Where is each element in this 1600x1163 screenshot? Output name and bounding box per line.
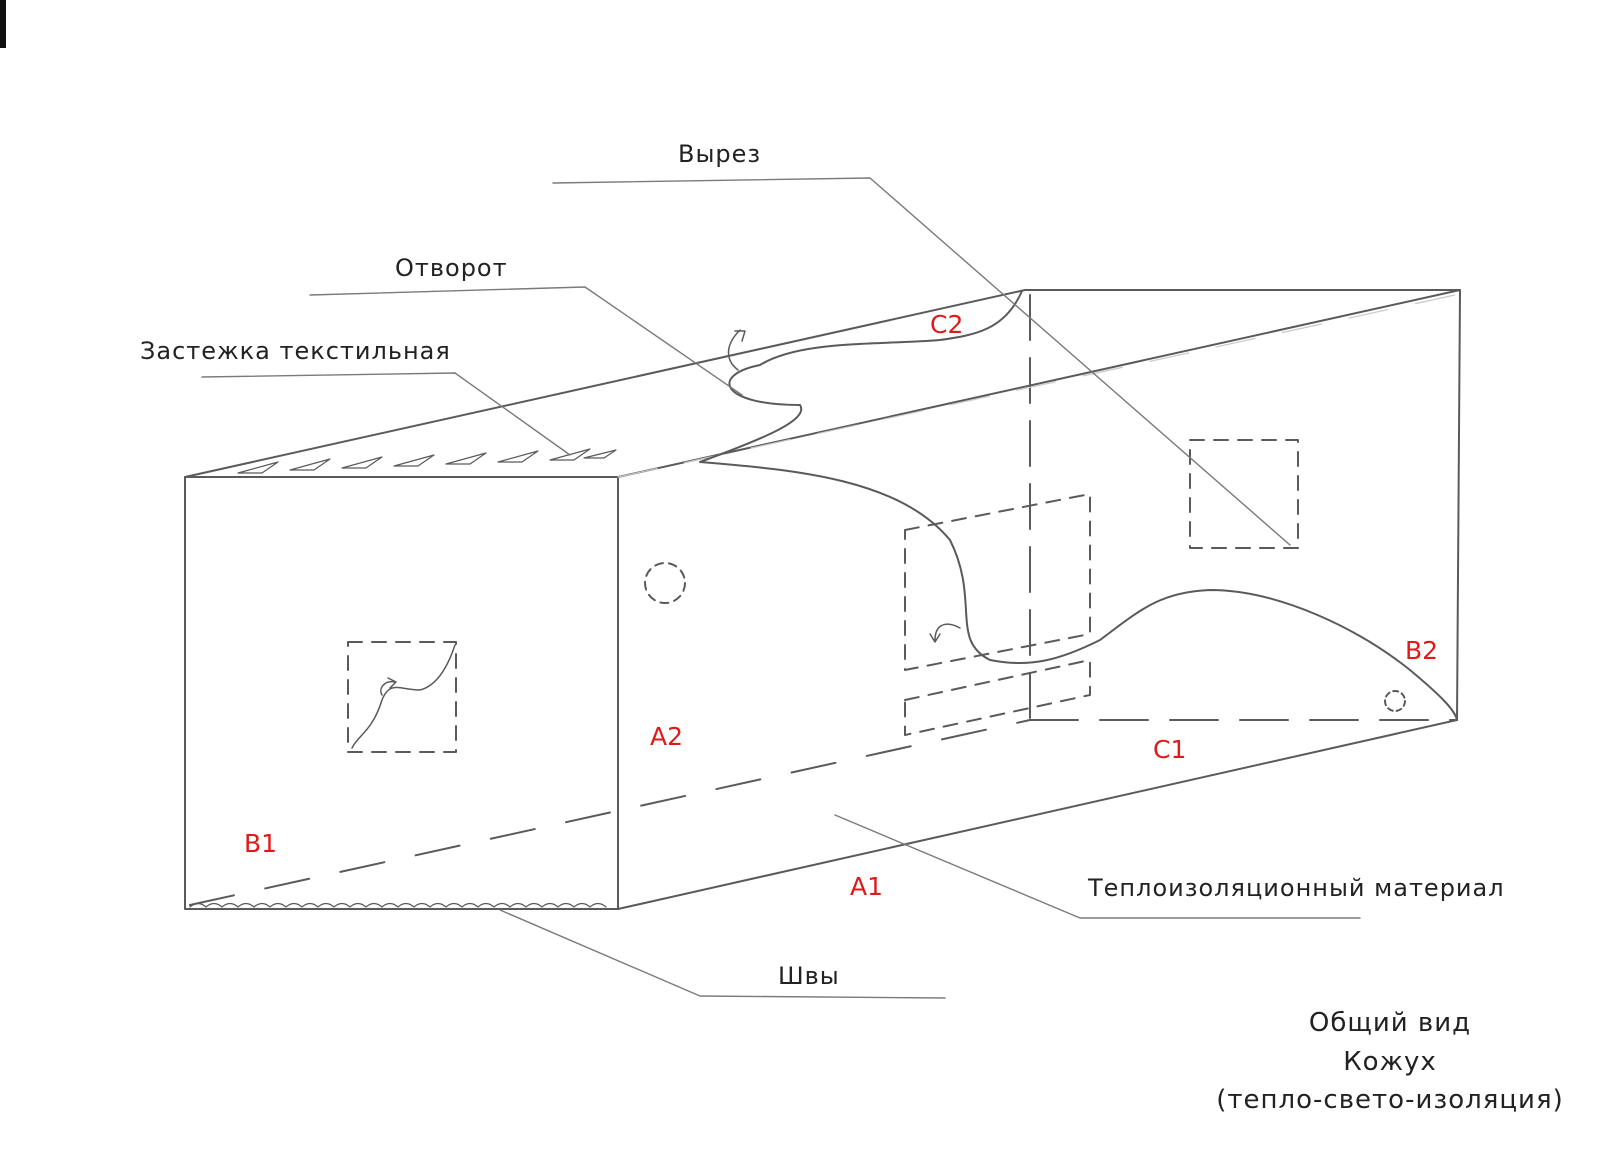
hidden-bottom-diagonal — [189, 719, 1031, 906]
flap-arrow — [727, 329, 746, 371]
label-flap: Отворот — [395, 254, 508, 282]
title-line-cover: Кожух — [1343, 1047, 1437, 1077]
top-face-edges — [184, 289, 1461, 478]
mark-b1: B1 — [244, 829, 278, 858]
hidden-top-diagonal — [617, 294, 1456, 478]
inner-strip-rect — [904, 659, 1091, 736]
mark-a1: A1 — [850, 872, 884, 901]
bottom-seam-scallops — [189, 902, 607, 908]
bottom-edge-a1 — [617, 719, 1458, 910]
mark-c1: C1 — [1153, 735, 1187, 764]
title-line-general-view: Общий вид — [1308, 1008, 1472, 1038]
label-seams: Швы — [778, 962, 840, 990]
title-line-insulation: (тепло-свето-изоляция) — [1216, 1085, 1564, 1115]
front-window-flap-curve — [351, 644, 456, 749]
right-face-window — [1189, 439, 1299, 549]
side-hole-circle — [644, 562, 686, 604]
mark-b2: B2 — [1405, 636, 1439, 665]
cutout-curve — [699, 290, 1458, 721]
inner-flap-arrow — [929, 623, 961, 643]
mark-c2: C2 — [930, 310, 964, 339]
mark-a2: A2 — [650, 722, 684, 751]
label-insulation-material: Теплоизоляционный материал — [1088, 874, 1505, 902]
label-textile-fastener: Застежка текстильная — [140, 337, 451, 365]
inner-panel-square — [904, 493, 1091, 671]
corner-hole-circle — [1384, 690, 1406, 712]
front-face-window — [347, 641, 457, 753]
front-window-flap-arrow — [380, 677, 397, 696]
leader-lines — [201, 177, 1361, 999]
right-edge — [1456, 289, 1461, 721]
label-cutout: Вырез — [678, 140, 762, 168]
scan-edge-stripe — [0, 0, 6, 48]
